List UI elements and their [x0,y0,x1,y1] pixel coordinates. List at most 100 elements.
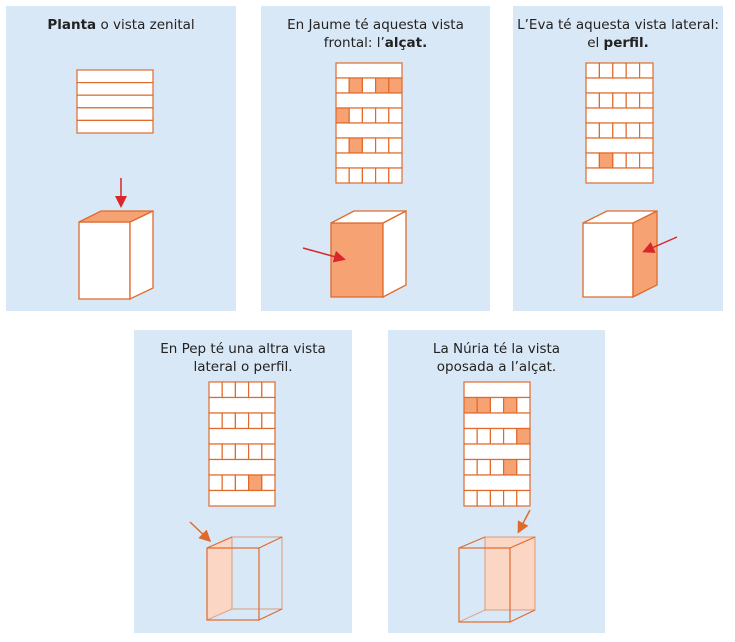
grid-cell [361,137,377,154]
grid-cell [261,474,276,492]
grid-cell [612,122,627,139]
grid-cell-filled [248,474,263,492]
grid-cell [489,458,505,476]
grid-cell [248,412,263,430]
grid-cell [503,489,518,507]
grid-cell [476,458,492,476]
grid-cell [221,412,236,430]
grid-stripe [76,119,154,134]
grid-cell [221,474,236,492]
grid-stripe [76,94,154,109]
grid-cell [208,443,223,461]
grid-cell [248,381,263,399]
grid-cell [516,396,531,414]
grid-band [335,152,403,169]
box-pep [206,536,283,621]
grid-cell [598,122,614,139]
arrow-icon [517,509,531,534]
grid-cell [375,137,390,154]
grid-cell-filled [598,152,614,169]
grid-band [463,474,531,492]
grid-cell [361,167,377,184]
grid-cell [476,427,492,445]
grid-cell [489,396,505,414]
grid-cell [348,167,364,184]
grid-cell [261,443,276,461]
grid-cell [208,474,223,492]
grid-cell [476,489,492,507]
grid-cell [638,62,654,79]
grid-cell [625,122,641,139]
grid-stripe [76,69,154,84]
grid-band [208,427,276,445]
grid-band [208,489,276,507]
cube-planta [78,209,154,301]
grid-cell [234,443,250,461]
panel-title: L’Eva té aquesta vista lateral:el perfil… [517,17,719,51]
grid-cell-filled [503,458,518,476]
grid-cell-filled [348,77,364,94]
grid-cell-filled [388,77,403,94]
grid-band [335,122,403,139]
grid-cell [221,381,236,399]
grid-cell [388,137,403,154]
panel-title: Planta o vista zenital [47,17,195,33]
grid-cell [489,427,505,445]
grid-cell [516,489,531,507]
cube-eva [582,209,658,299]
grid-cell-filled [335,107,350,124]
grid-cell [612,92,627,109]
arrow-icon [642,236,678,253]
grid-cell [335,137,350,154]
grid-cell [503,427,518,445]
grid-cell [234,474,250,492]
grid-cell-filled [503,396,518,414]
arrow-icon [189,521,212,543]
grid-band [463,381,531,399]
grid-cell-filled [375,77,390,94]
grid-cell [612,152,627,169]
grid-cell [516,458,531,476]
grid-cell [361,107,377,124]
grid-band [463,443,531,461]
grid-cell [234,381,250,399]
grid-cell [612,62,627,79]
grid-cell [463,489,478,507]
grid-cell [638,92,654,109]
grid-cell [463,427,478,445]
box-nuria [458,536,536,623]
grid-cell [234,412,250,430]
grid-band [585,107,654,124]
grid-cell-filled [516,427,531,445]
grid-cell [388,167,403,184]
grid-cell-filled [476,396,492,414]
grid-band [335,92,403,109]
grid-cell-filled [463,396,478,414]
grid-cell [375,167,390,184]
grid-band [585,137,654,154]
grid-cell [489,489,505,507]
grid-cell [598,62,614,79]
grid-cell [638,152,654,169]
grid-cell-filled [348,137,364,154]
grid-cell [335,167,350,184]
grid-cell [248,443,263,461]
grid-cell [208,412,223,430]
arrow-icon [302,247,346,263]
grid-cell [261,381,276,399]
grid-cell [585,152,600,169]
grid-cell [638,122,654,139]
grid-cell [585,62,600,79]
grid-band [208,458,276,476]
grid-cell [221,443,236,461]
grid-cell [335,77,350,94]
grid-cell [208,381,223,399]
grid-band [585,77,654,94]
grid-stripe [76,107,154,122]
grid-cell [625,62,641,79]
grid-cell [625,152,641,169]
